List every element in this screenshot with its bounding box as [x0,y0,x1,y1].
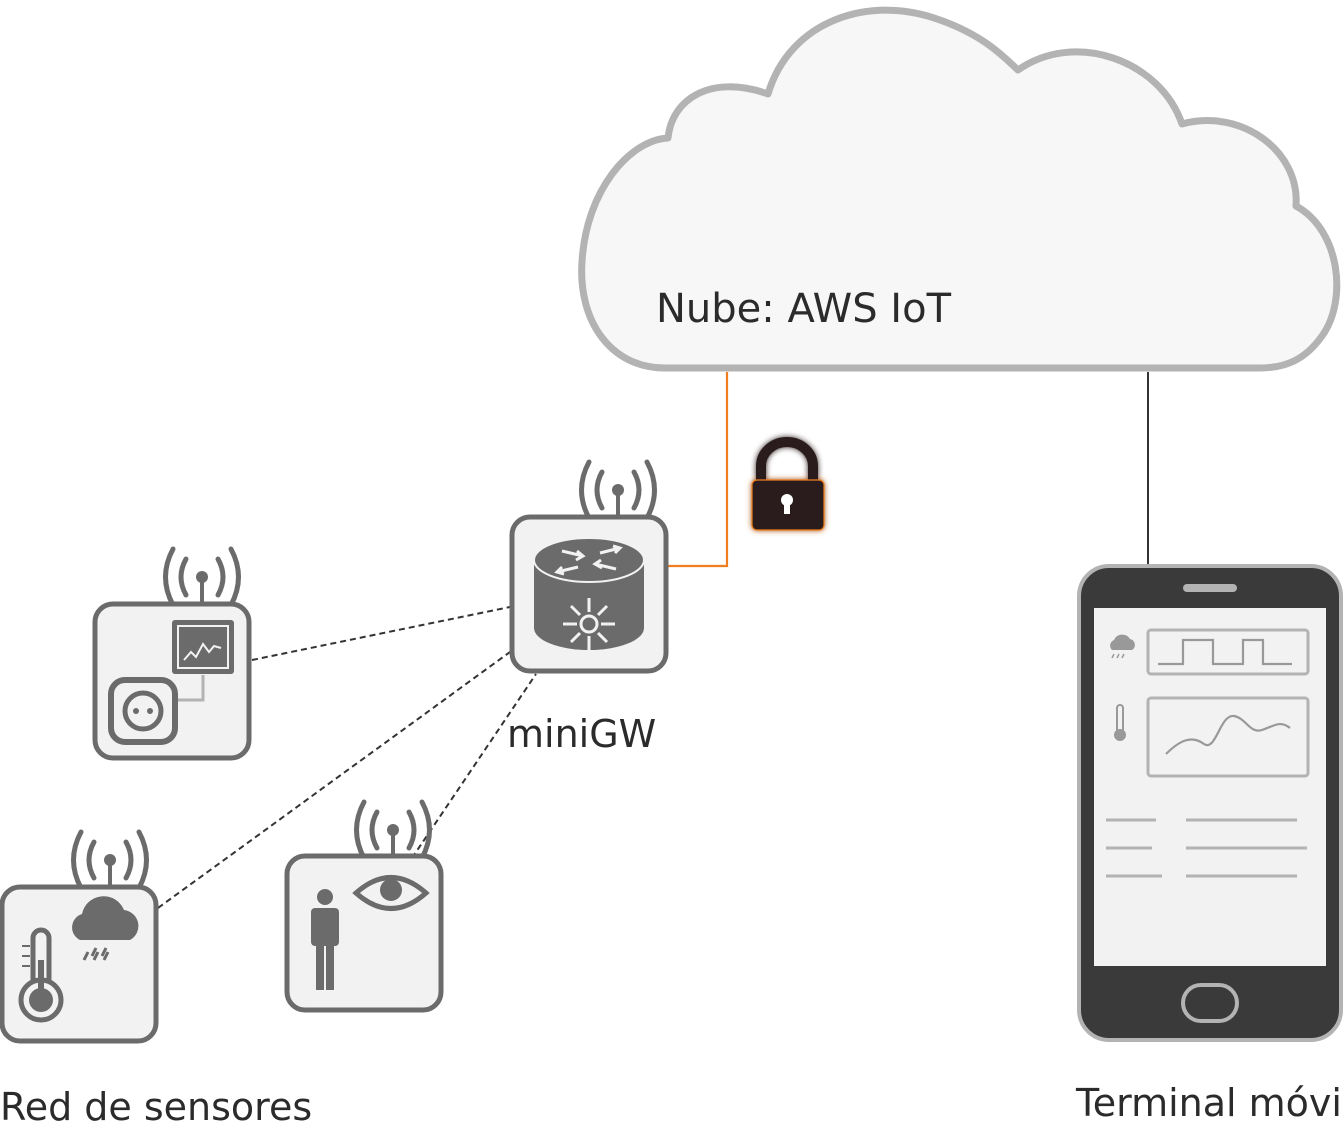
cloud-label: Nube: AWS IoT [656,286,952,332]
link-weather-sensor [157,651,511,909]
weather-thermometer-icon [0,832,159,1044]
sensor-network-label: Red de sensores [0,1085,312,1121]
secure-link-line [666,372,729,568]
gateway-label: miniGW [507,712,656,756]
mobile-label: Terminal móvil [1075,1081,1344,1121]
link-plug-sensor [251,606,511,661]
smart-plug-monitor-icon [92,549,252,761]
phone-thermometer-icon [1114,704,1126,741]
presence-eye-icon [284,802,444,1013]
sensor-links [157,606,537,909]
phone-rain-icon [1110,634,1135,659]
padlock-icon [751,437,825,531]
cloud-icon [578,6,1341,372]
smartphone-icon [1077,564,1343,1042]
link-presence-sensor [411,673,537,859]
router-icon [509,462,669,674]
